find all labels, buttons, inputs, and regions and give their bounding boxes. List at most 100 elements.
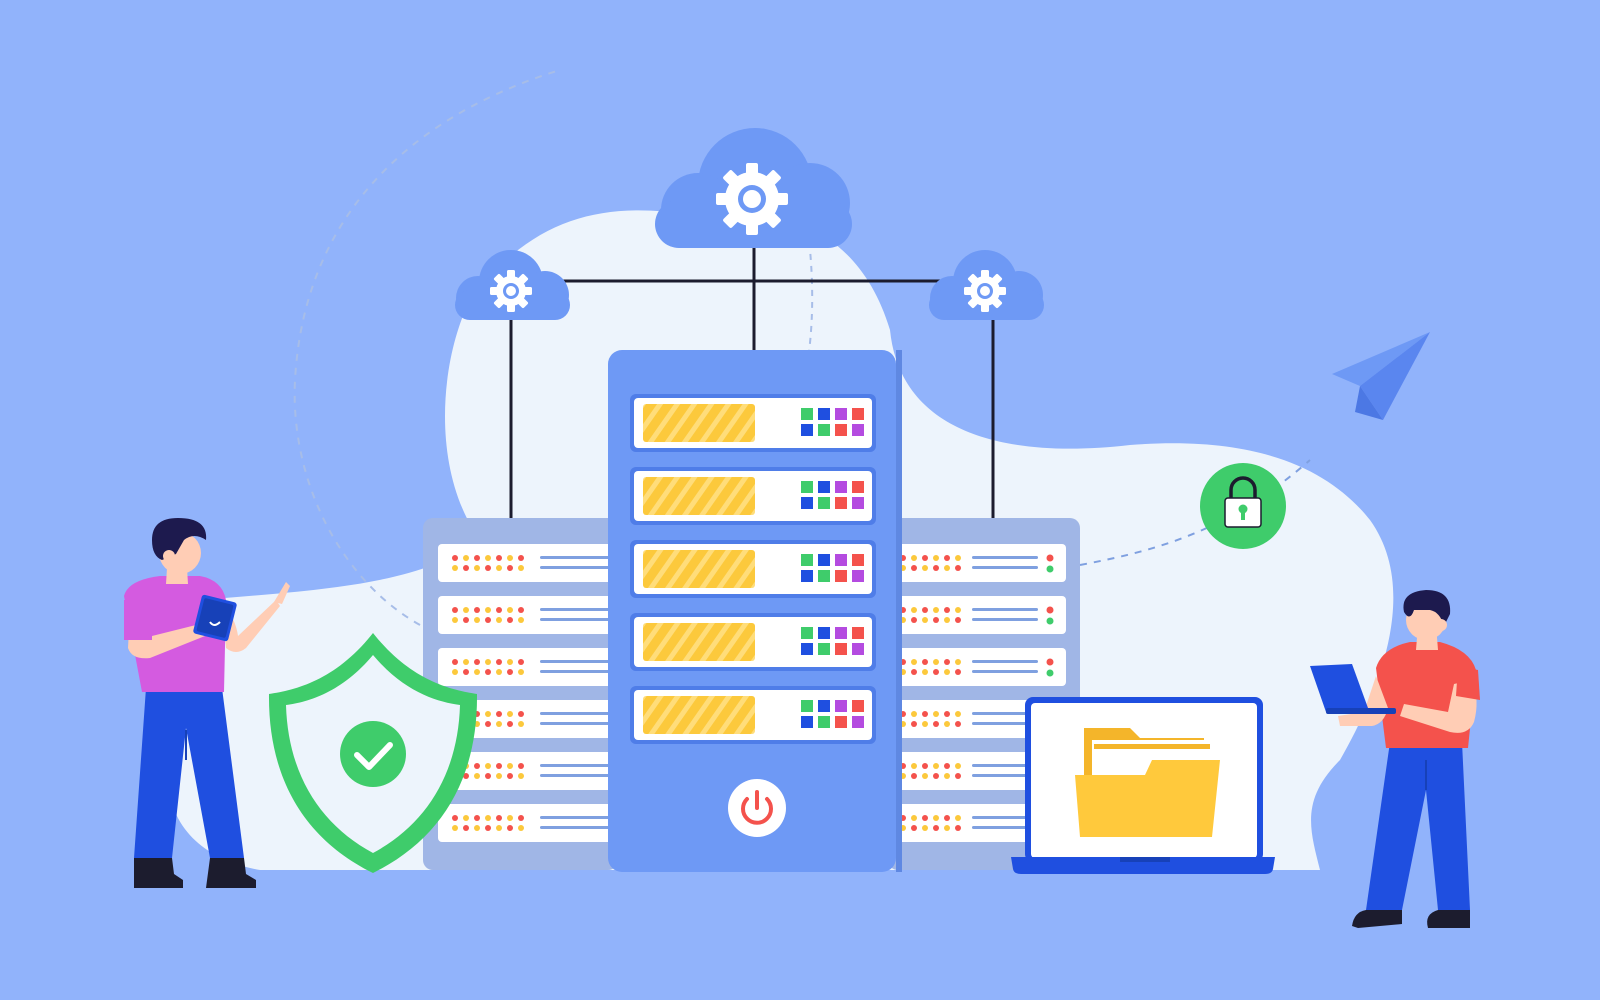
status-light [852, 497, 864, 509]
vent-line [540, 566, 610, 569]
vent-line [540, 556, 610, 559]
indicator-dot [518, 617, 524, 623]
status-light [818, 497, 830, 509]
indicator-dot [485, 565, 491, 571]
status-light [801, 643, 813, 655]
paper-plane-icon [1332, 332, 1430, 420]
indicator-dot [496, 617, 502, 623]
indicator-dot [507, 565, 513, 571]
indicator-dot [474, 607, 480, 613]
status-light [801, 570, 813, 582]
indicator-dot [452, 825, 458, 831]
status-light [852, 700, 864, 712]
power-icon [728, 779, 786, 837]
indicator-dot [955, 763, 961, 769]
status-light [852, 408, 864, 420]
indicator-dot [922, 555, 928, 561]
drive-bay [643, 477, 755, 515]
indicator-dot [911, 565, 917, 571]
indicator-dot [485, 815, 491, 821]
indicator-dot [518, 721, 524, 727]
indicator-dot [944, 711, 950, 717]
status-light [801, 481, 813, 493]
indicator-dot [496, 565, 502, 571]
vent-line [972, 816, 1038, 819]
indicator-dot [955, 617, 961, 623]
vent-line [540, 660, 610, 663]
indicator-dot [955, 773, 961, 779]
indicator-dot [933, 669, 939, 675]
indicator-dot [518, 815, 524, 821]
indicator-dot [463, 617, 469, 623]
vent-line [540, 826, 610, 829]
indicator-dot [922, 669, 928, 675]
cloud-connection-lines [509, 230, 995, 520]
status-light [818, 481, 830, 493]
indicator-dot [452, 607, 458, 613]
indicator-dot [474, 773, 480, 779]
indicator-dot [485, 773, 491, 779]
indicator-dot [463, 815, 469, 821]
indicator-dot [496, 721, 502, 727]
indicator-dot [485, 825, 491, 831]
indicator-dot [911, 815, 917, 821]
indicator-dot [955, 565, 961, 571]
indicator-dot [911, 617, 917, 623]
status-led [1046, 617, 1054, 625]
status-led [1046, 606, 1054, 614]
indicator-dot [955, 607, 961, 613]
indicator-dot [518, 607, 524, 613]
indicator-dot [474, 555, 480, 561]
indicator-dot [955, 659, 961, 665]
indicator-dot [911, 721, 917, 727]
indicator-dot [911, 659, 917, 665]
indicator-dot [507, 669, 513, 675]
indicator-dot [452, 565, 458, 571]
indicator-dot [933, 773, 939, 779]
folder-icon [1075, 728, 1220, 837]
indicator-dot [507, 825, 513, 831]
indicator-dot [933, 555, 939, 561]
indicator-dot [944, 659, 950, 665]
indicator-dot [922, 565, 928, 571]
indicator-dot [485, 669, 491, 675]
indicator-dot [474, 825, 480, 831]
vent-line [972, 566, 1038, 569]
status-light [835, 554, 847, 566]
indicator-dot [944, 617, 950, 623]
indicator-dot [496, 815, 502, 821]
indicator-dot [485, 763, 491, 769]
indicator-dot [955, 815, 961, 821]
indicator-dot [518, 711, 524, 717]
indicator-dot [463, 607, 469, 613]
drive-bay [643, 550, 755, 588]
indicator-dot [944, 555, 950, 561]
indicator-dot [485, 721, 491, 727]
status-light [835, 643, 847, 655]
indicator-dot [944, 607, 950, 613]
vent-line [972, 764, 1038, 767]
vent-line [972, 712, 1038, 715]
status-light [835, 408, 847, 420]
status-light [818, 643, 830, 655]
drive-bay [643, 696, 755, 734]
status-light [801, 700, 813, 712]
indicator-dot [507, 555, 513, 561]
indicator-dot [922, 607, 928, 613]
indicator-dot [474, 659, 480, 665]
indicator-dot [507, 721, 513, 727]
status-led [1046, 554, 1054, 562]
indicator-dot [922, 815, 928, 821]
vent-line [972, 670, 1038, 673]
dashed-connector-left [293, 69, 561, 626]
indicator-dot [485, 607, 491, 613]
indicator-dot [507, 763, 513, 769]
indicator-dot [452, 815, 458, 821]
indicator-dot [911, 711, 917, 717]
status-light [818, 408, 830, 420]
lock-icon [1200, 463, 1286, 549]
indicator-dot [463, 773, 469, 779]
indicator-dot [507, 815, 513, 821]
indicator-dot [933, 565, 939, 571]
indicator-dot [463, 825, 469, 831]
